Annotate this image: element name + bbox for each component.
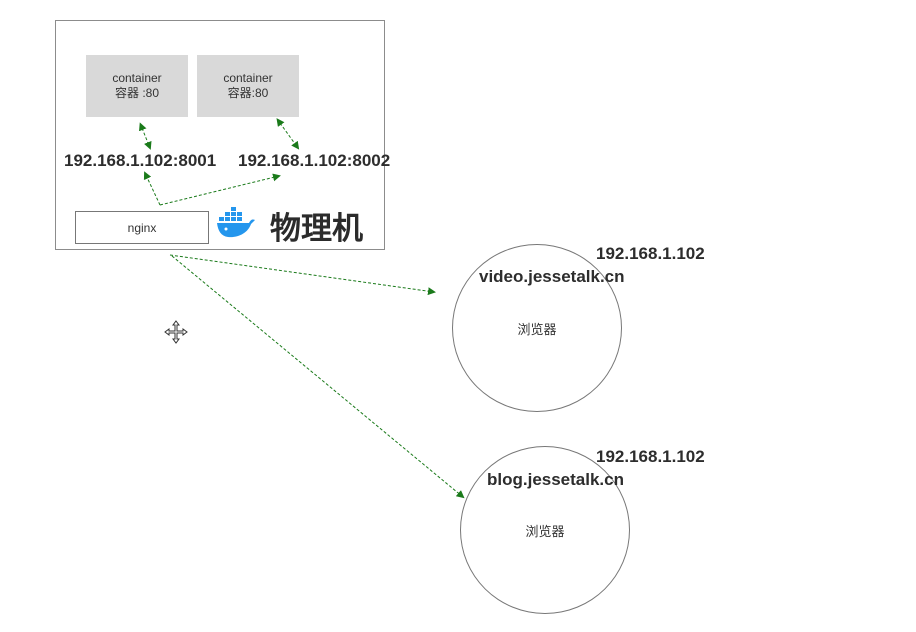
container-box-2: container 容器:80 [197,55,299,117]
browser-label: 浏览器 [517,321,557,337]
browser-label: 浏览器 [525,523,565,539]
arrow-nginx-to-ports [143,171,161,206]
nginx-box: nginx [75,211,209,244]
arrow-nginx-to-port2 [159,173,281,206]
browser-circle-video: 浏览器 [452,244,622,412]
browser-circle-blog: 浏览器 [460,446,630,614]
physical-host-title: 物理机 [270,211,363,247]
arrow-nginx-to-video-browser [169,254,436,296]
container-box-1: container 容器 :80 [86,55,188,117]
docker-whale-icon [216,206,256,245]
move-cursor-icon [164,320,188,349]
container-port: 容器 :80 [114,86,160,100]
host-port-label-8002: 192.168.1.102:8002 [238,151,391,170]
browser-ip-video: 192.168.1.102 [596,244,705,263]
container-port: 容器:80 [227,86,269,100]
container-name: container [223,71,273,85]
arrow-nginx-to-blog-browser [171,255,465,499]
nginx-label: nginx [127,220,157,235]
browser-domain-blog: blog.jessetalk.cn [487,470,624,489]
arrow-container1-port [139,122,152,150]
arrow-container2-port [276,118,300,150]
host-port-label-8001: 192.168.1.102:8001 [64,151,217,170]
browser-domain-video: video.jessetalk.cn [479,267,625,286]
browser-ip-blog: 192.168.1.102 [596,447,705,466]
container-name: container [112,71,162,85]
